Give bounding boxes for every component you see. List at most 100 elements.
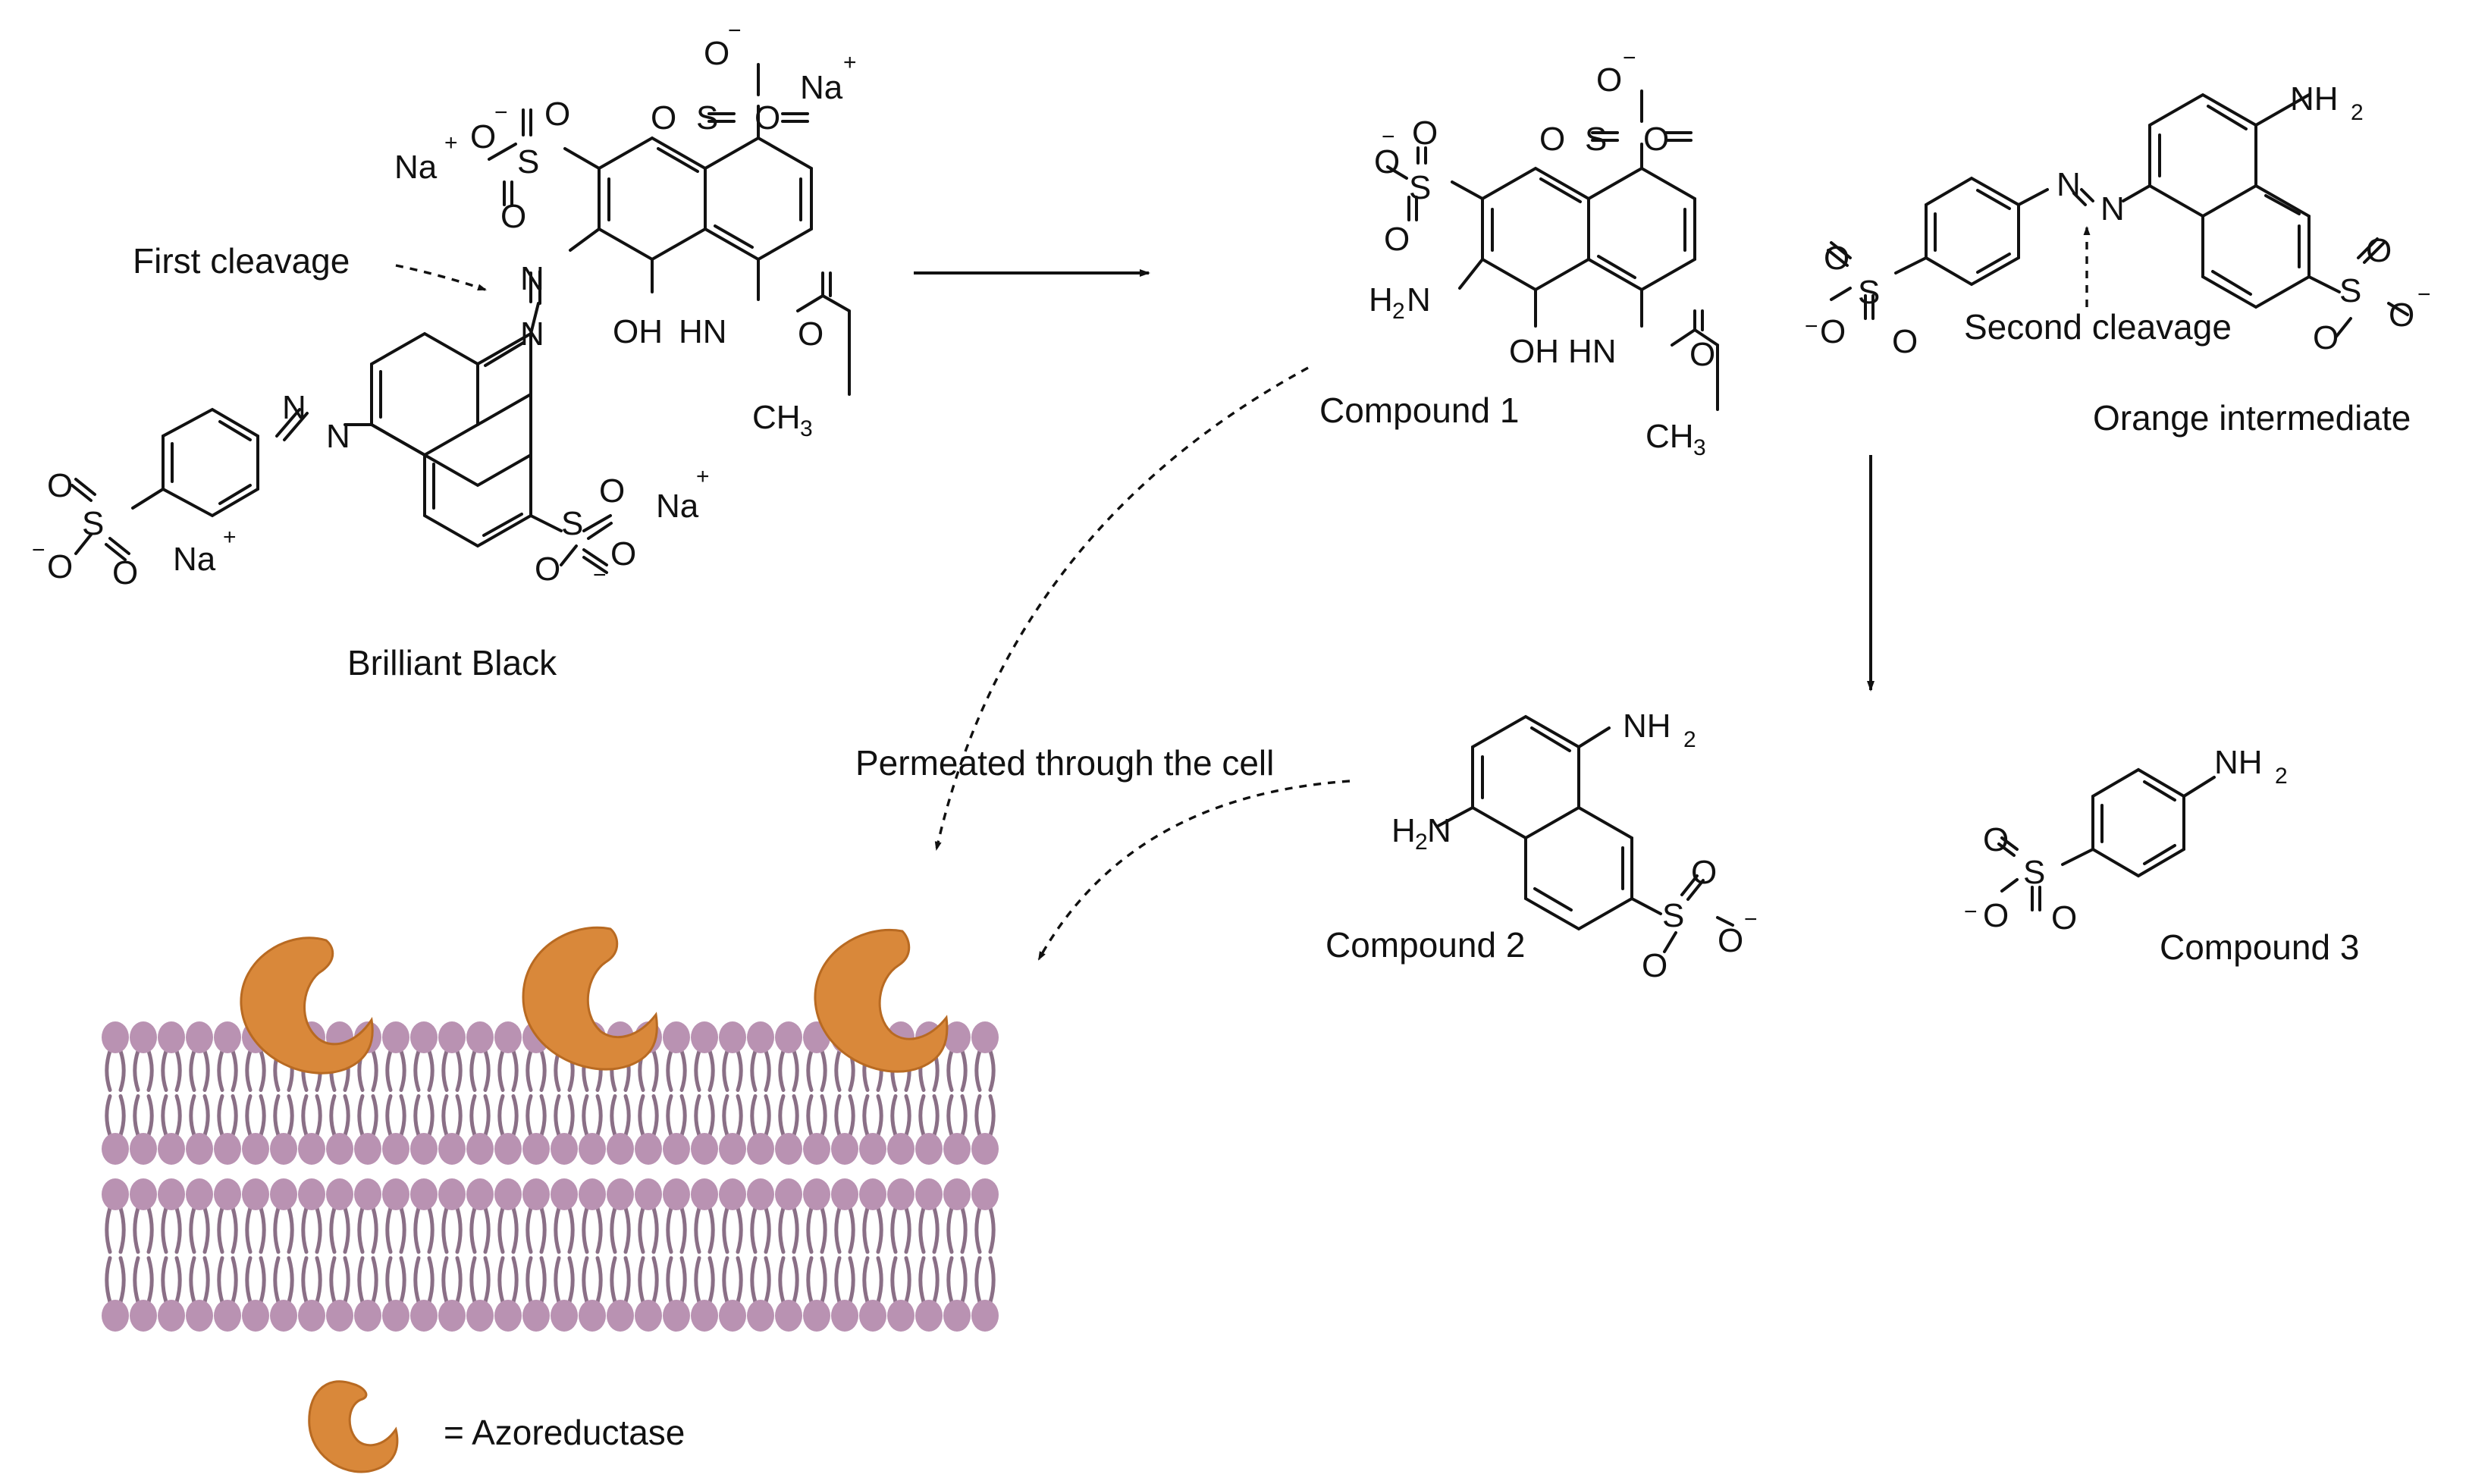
sulfur-label: S <box>696 99 718 136</box>
lipid-head <box>943 1133 971 1165</box>
lipid-tail <box>750 1256 758 1304</box>
lipid-tail <box>399 1206 406 1254</box>
lipid-tail <box>707 1206 715 1254</box>
azoreductase-icon <box>814 929 949 1073</box>
lipid-head <box>130 1133 157 1165</box>
second-cleavage-label: Second cleavage <box>1964 307 2232 347</box>
lipid-head <box>831 1133 858 1165</box>
subscript-label: 2 <box>2351 100 2364 125</box>
lipid-tail <box>610 1256 617 1304</box>
lipid-tail <box>385 1206 393 1254</box>
charge-label: − <box>32 538 45 563</box>
lipid-tail <box>539 1256 547 1304</box>
lipid-tail <box>245 1049 253 1092</box>
oxygen-label: O <box>1596 61 1622 99</box>
lipid-tail <box>273 1256 281 1304</box>
lipid-tail <box>497 1206 505 1254</box>
lipid-tail <box>890 1256 898 1304</box>
subscript-label: 2 <box>1683 727 1696 752</box>
lipid-head <box>102 1133 129 1165</box>
lipid-head <box>747 1021 774 1053</box>
lipid-tail <box>161 1094 168 1137</box>
brilliant-black-label: Brilliant Black <box>347 643 557 682</box>
lipid-head <box>214 1178 241 1210</box>
oxygen-label: O <box>1824 240 1849 277</box>
lipid-tail <box>623 1256 631 1304</box>
azoreductase-legend-icon <box>308 1380 399 1473</box>
lipid-head <box>130 1021 157 1053</box>
lipid-tail <box>483 1049 491 1092</box>
lipid-tail <box>399 1049 406 1092</box>
lipid-tail <box>610 1206 617 1254</box>
oxygen-label: O <box>2389 296 2414 334</box>
subscript-label: 3 <box>1693 435 1706 460</box>
lipid-head <box>663 1133 690 1165</box>
lipid-tail <box>343 1256 350 1304</box>
amide-nh-label: HN <box>1568 333 1617 370</box>
lipid-tail <box>118 1206 126 1254</box>
lipid-tail <box>118 1256 126 1304</box>
lipid-head <box>663 1178 690 1210</box>
lipid-tail <box>554 1206 561 1254</box>
lipid-head <box>382 1021 409 1053</box>
lipid-tail <box>385 1094 393 1137</box>
oxygen-label: O <box>544 96 570 133</box>
lipid-tail <box>834 1049 842 1092</box>
lipid-tail <box>413 1049 421 1092</box>
oxygen-label: O <box>1820 313 1846 350</box>
lipid-tail <box>202 1094 210 1137</box>
charge-label: + <box>696 464 710 489</box>
lipid-tail <box>806 1206 814 1254</box>
charge-label: − <box>1964 899 1978 924</box>
lipid-tail <box>329 1206 337 1254</box>
lipid-head <box>607 1178 634 1210</box>
lipid-head <box>494 1021 522 1053</box>
lipid-head <box>915 1178 943 1210</box>
lipid-tail <box>413 1094 421 1137</box>
lipid-tail <box>231 1094 238 1137</box>
lipid-tail <box>427 1049 435 1092</box>
lipid-tail <box>820 1049 827 1092</box>
lipid-tail <box>301 1256 309 1304</box>
lipid-head <box>971 1300 999 1332</box>
lipid-head <box>158 1300 185 1332</box>
azoreductase-enzymes <box>240 926 949 1473</box>
lipid-tail <box>792 1206 799 1254</box>
charge-label: − <box>728 18 742 43</box>
lipid-tail <box>974 1049 982 1092</box>
lipid-tail <box>413 1206 421 1254</box>
lipid-head <box>579 1133 606 1165</box>
lipid-head <box>719 1300 746 1332</box>
lipid-tail <box>357 1256 365 1304</box>
lipid-tail <box>778 1094 786 1137</box>
lipid-tail <box>343 1094 350 1137</box>
lipid-tail <box>974 1094 982 1137</box>
lipid-tail <box>189 1094 196 1137</box>
lipid-tail <box>848 1206 855 1254</box>
lipid-tail <box>202 1049 210 1092</box>
lipid-head <box>551 1300 578 1332</box>
lipid-tail <box>918 1256 926 1304</box>
charge-label: − <box>1744 907 1758 932</box>
lipid-tail <box>722 1206 729 1254</box>
lipid-tail <box>876 1256 883 1304</box>
sodium-label: Na <box>173 541 216 578</box>
lipid-tail <box>539 1049 547 1092</box>
lipid-head <box>214 1133 241 1165</box>
oxygen-label: O <box>2366 232 2392 269</box>
lipid-tail <box>820 1256 827 1304</box>
compound-2-structure <box>1435 714 1734 953</box>
lipid-tail <box>343 1206 350 1254</box>
lipid-tail <box>259 1094 266 1137</box>
azoreductase-legend-label: = Azoreductase <box>444 1413 685 1452</box>
lipid-tail <box>666 1206 673 1254</box>
lipid-head <box>859 1133 886 1165</box>
compound-1-label: Compound 1 <box>1319 391 1519 430</box>
lipid-tail <box>946 1256 954 1304</box>
lipid-head <box>943 1178 971 1210</box>
oxygen-label: O <box>535 551 560 588</box>
lipid-tail <box>750 1094 758 1137</box>
lipid-head <box>887 1133 915 1165</box>
oxygen-label: O <box>1718 922 1743 959</box>
lipid-tail <box>441 1049 449 1092</box>
